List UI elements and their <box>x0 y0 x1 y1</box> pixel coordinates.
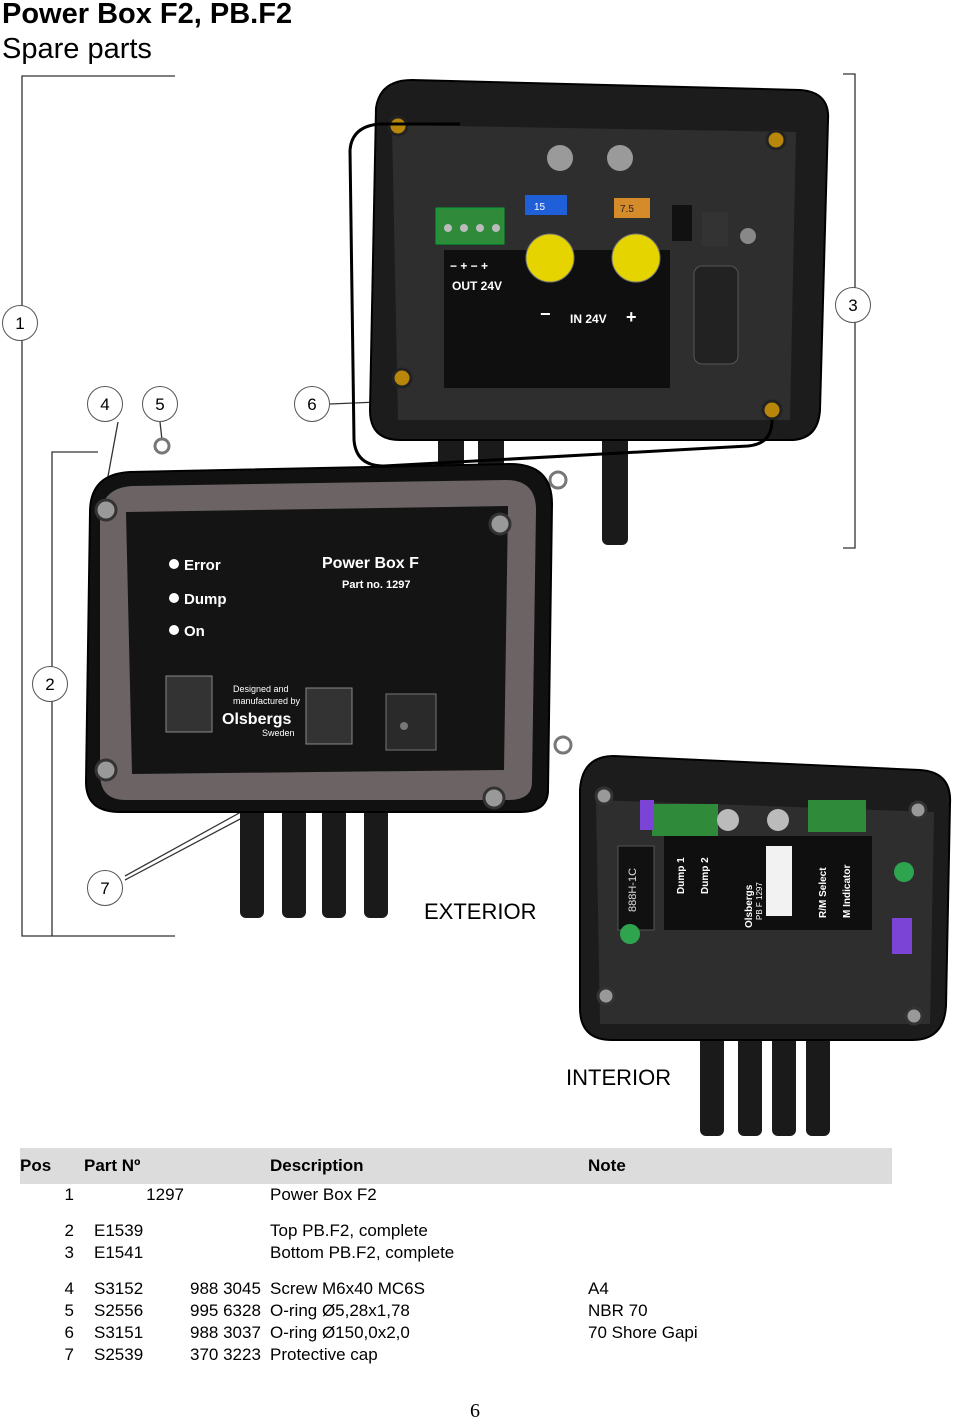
bottom-housing-image: − + − + OUT 24V 15 7.5 − IN 24V + <box>348 78 830 545</box>
exterior-label: EXTERIOR <box>424 899 537 924</box>
table-row: 2 E1539 Top PB.F2, complete <box>20 1220 892 1242</box>
table-row: 6 S3151 988 3037 O-ring Ø150,0x2,0 70 Sh… <box>20 1322 892 1344</box>
callout-6: 6 <box>294 386 330 422</box>
callout-2: 2 <box>32 666 68 702</box>
part-cell: S3152 <box>94 1279 144 1298</box>
top-cover-image: Error Dump On Power Box F Part no. 1297 … <box>84 462 554 918</box>
page-number: 6 <box>470 1400 480 1422</box>
header-note: Note <box>588 1148 892 1184</box>
led-on-label: On <box>184 623 205 640</box>
dump2-label: Dump 2 <box>700 857 711 894</box>
device-name-label: Power Box F <box>322 555 419 572</box>
oring-small-image-2 <box>548 470 568 490</box>
note-cell <box>588 1184 892 1206</box>
in-24v-label: IN 24V <box>570 312 607 326</box>
description-cell: O-ring Ø5,28x1,78 <box>270 1301 410 1320</box>
minus-sign: − <box>540 304 551 324</box>
alt-cell: 995 6328 <box>190 1301 261 1320</box>
relay-label: 888H-1C <box>627 868 639 912</box>
header-description: Description <box>270 1148 588 1184</box>
callout-5: 5 <box>142 386 178 422</box>
pos-cell: 1 <box>64 1185 74 1204</box>
m-indicator-label: M Indicator <box>842 865 853 918</box>
table-row: 3 E1541 Bottom PB.F2, complete <box>20 1242 892 1264</box>
pos-cell: 6 <box>64 1323 74 1342</box>
part-cell: S2539 <box>94 1345 144 1364</box>
description-cell: Screw M6x40 MC6S <box>270 1279 425 1298</box>
fuse-right-label: 7.5 <box>620 204 634 215</box>
part-cell: S2556 <box>94 1301 144 1320</box>
alt-cell <box>190 1184 270 1206</box>
description-cell: Protective cap <box>270 1345 378 1364</box>
row-spacer <box>20 1206 892 1220</box>
table-row: 7 S2539 370 3223 Protective cap <box>20 1344 892 1366</box>
page-subtitle: Spare parts <box>2 33 152 65</box>
alt-cell: 988 3045 <box>190 1279 261 1298</box>
dump1-label: Dump 1 <box>676 857 687 894</box>
table-row: 5 S2556 995 6328 O-ring Ø5,28x1,78 NBR 7… <box>20 1300 892 1322</box>
callout-4: 4 <box>87 386 123 422</box>
note-cell: A4 <box>588 1279 609 1298</box>
note-cell <box>588 1344 892 1366</box>
pos-cell: 7 <box>64 1345 74 1364</box>
pos-cell: 3 <box>64 1243 74 1262</box>
part-cell: E1541 <box>94 1243 144 1262</box>
page-title: Power Box F2, PB.F2 <box>2 0 293 30</box>
callout-7: 7 <box>87 870 123 906</box>
brand-logo: Olsbergs <box>222 711 291 728</box>
fuse-left-label: 15 <box>534 202 546 213</box>
description-cell: Bottom PB.F2, complete <box>270 1243 455 1262</box>
note-cell: 70 Shore Gapi <box>588 1323 698 1342</box>
table-row: 1 1297 Power Box F2 <box>20 1184 892 1206</box>
callout-3: 3 <box>835 287 871 323</box>
interior-label: INTERIOR <box>566 1065 672 1090</box>
part-cell: 1297 <box>146 1185 184 1204</box>
device-part-no-label: Part no. 1297 <box>342 579 410 591</box>
note-cell <box>588 1242 892 1264</box>
pos-cell: 2 <box>64 1221 74 1240</box>
oring-small-image-3 <box>553 735 573 755</box>
designed-line2: manufactured by <box>233 696 301 706</box>
interior-pb-label: PB F 1297 <box>755 882 764 920</box>
callout-1: 1 <box>2 305 38 341</box>
part-cell: E1539 <box>94 1221 144 1240</box>
brand-country: Sweden <box>262 728 295 738</box>
rm-select-label: R/M Select <box>818 867 829 918</box>
alt-cell: 988 3037 <box>190 1323 261 1342</box>
note-cell: NBR 70 <box>588 1301 648 1320</box>
alt-cell: 370 3223 <box>190 1345 261 1364</box>
out-terminal-signs: − + − + <box>450 259 488 273</box>
pos-cell: 5 <box>64 1301 74 1320</box>
table-header-row: Pos Part Nº Description Note <box>20 1148 892 1184</box>
table-row: 4 S3152 988 3045 Screw M6x40 MC6S A4 <box>20 1278 892 1300</box>
interior-image: 888H-1C Dump 1 Dump 2 Olsbergs PB F 1297… <box>579 754 952 1136</box>
description-cell: Power Box F2 <box>270 1185 377 1204</box>
designed-line1: Designed and <box>233 684 289 694</box>
row-spacer <box>20 1264 892 1278</box>
plus-sign: + <box>626 307 637 327</box>
interior-brand: Olsbergs <box>744 884 755 928</box>
part-cell: S3151 <box>94 1323 144 1342</box>
description-cell: Top PB.F2, complete <box>270 1221 428 1240</box>
pos-cell: 4 <box>64 1279 74 1298</box>
alt-cell <box>190 1220 270 1242</box>
note-cell <box>588 1220 892 1242</box>
spare-parts-table: Pos Part Nº Description Note 1 1297 Powe… <box>20 1148 892 1366</box>
led-dump-label: Dump <box>184 591 227 608</box>
header-pos: Pos <box>20 1148 84 1184</box>
oring-small-image <box>153 437 171 455</box>
header-alt <box>190 1148 270 1184</box>
led-error-label: Error <box>184 557 221 574</box>
alt-cell <box>190 1242 270 1264</box>
header-part: Part Nº <box>84 1148 190 1184</box>
description-cell: O-ring Ø150,0x2,0 <box>270 1323 410 1342</box>
out-24v-label: OUT 24V <box>452 279 502 293</box>
